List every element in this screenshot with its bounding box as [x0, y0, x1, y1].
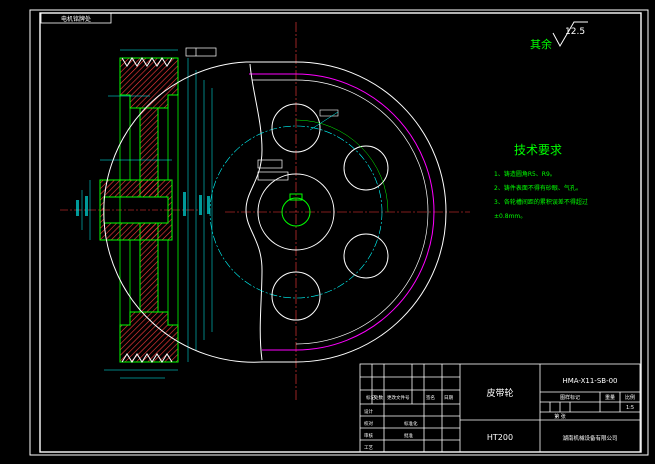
- tech-note-4: ±0.8mm。: [494, 213, 526, 220]
- part-name: 皮带轮: [486, 387, 513, 399]
- role-check: 校对: [364, 420, 373, 427]
- front-view: [103, 22, 470, 400]
- tech-note-2: 2、铸件表面不得有砂眼、气孔。: [494, 184, 582, 192]
- outer-frame: [29, 9, 649, 456]
- row-label-mark: 标记: [366, 394, 375, 401]
- role-review: 审核: [364, 432, 373, 439]
- inner-frame: [39, 12, 642, 453]
- drawing-number: HMA-X11-SB-00: [562, 377, 617, 385]
- company-name: 湖南机械设备有限公司: [562, 434, 617, 442]
- role-design: 设计: [364, 408, 373, 415]
- row-label-sign: 签名: [426, 394, 435, 401]
- tech-note-1: 1、铸造圆角R5、R9。: [494, 170, 556, 178]
- role-standard: 标准化: [404, 420, 418, 427]
- weight-label: 重量: [605, 394, 615, 401]
- scale-value: 1:5: [626, 405, 634, 411]
- tech-note-3: 3、各轮槽间距的累积误差不得超过: [494, 198, 588, 206]
- technical-requirements: 技术要求 1、铸造圆角R5、R9。 2、铸件表面不得有砂眼、气孔。 3、各轮槽间…: [494, 143, 588, 220]
- title-block-text: 皮带轮 HMA-X11-SB-00 HT200 湖南机械设备有限公司 图样标记 …: [364, 377, 635, 451]
- stage-label: 图样标记: [560, 394, 580, 401]
- side-section-view: [60, 47, 217, 379]
- scale-label: 比例: [625, 394, 635, 401]
- row-label-count: 处数: [374, 394, 383, 401]
- nameplate-stamp: 电机铭牌处: [40, 12, 112, 24]
- surface-roughness-symbol: 其余 12.5: [530, 21, 588, 51]
- roughness-value: 12.5: [565, 27, 585, 37]
- row-label-change: 更改文件号: [387, 394, 410, 401]
- title-block: [359, 363, 641, 453]
- material: HT200: [487, 433, 513, 442]
- role-approve: 批准: [404, 432, 413, 439]
- role-process: 工艺: [364, 445, 373, 451]
- sheet-label: 第 张: [554, 413, 566, 420]
- stamp-text: 电机铭牌处: [61, 15, 91, 23]
- row-label-date: 日期: [444, 395, 453, 401]
- tech-title: 技术要求: [514, 143, 562, 157]
- roughness-rest-label: 其余: [530, 37, 552, 51]
